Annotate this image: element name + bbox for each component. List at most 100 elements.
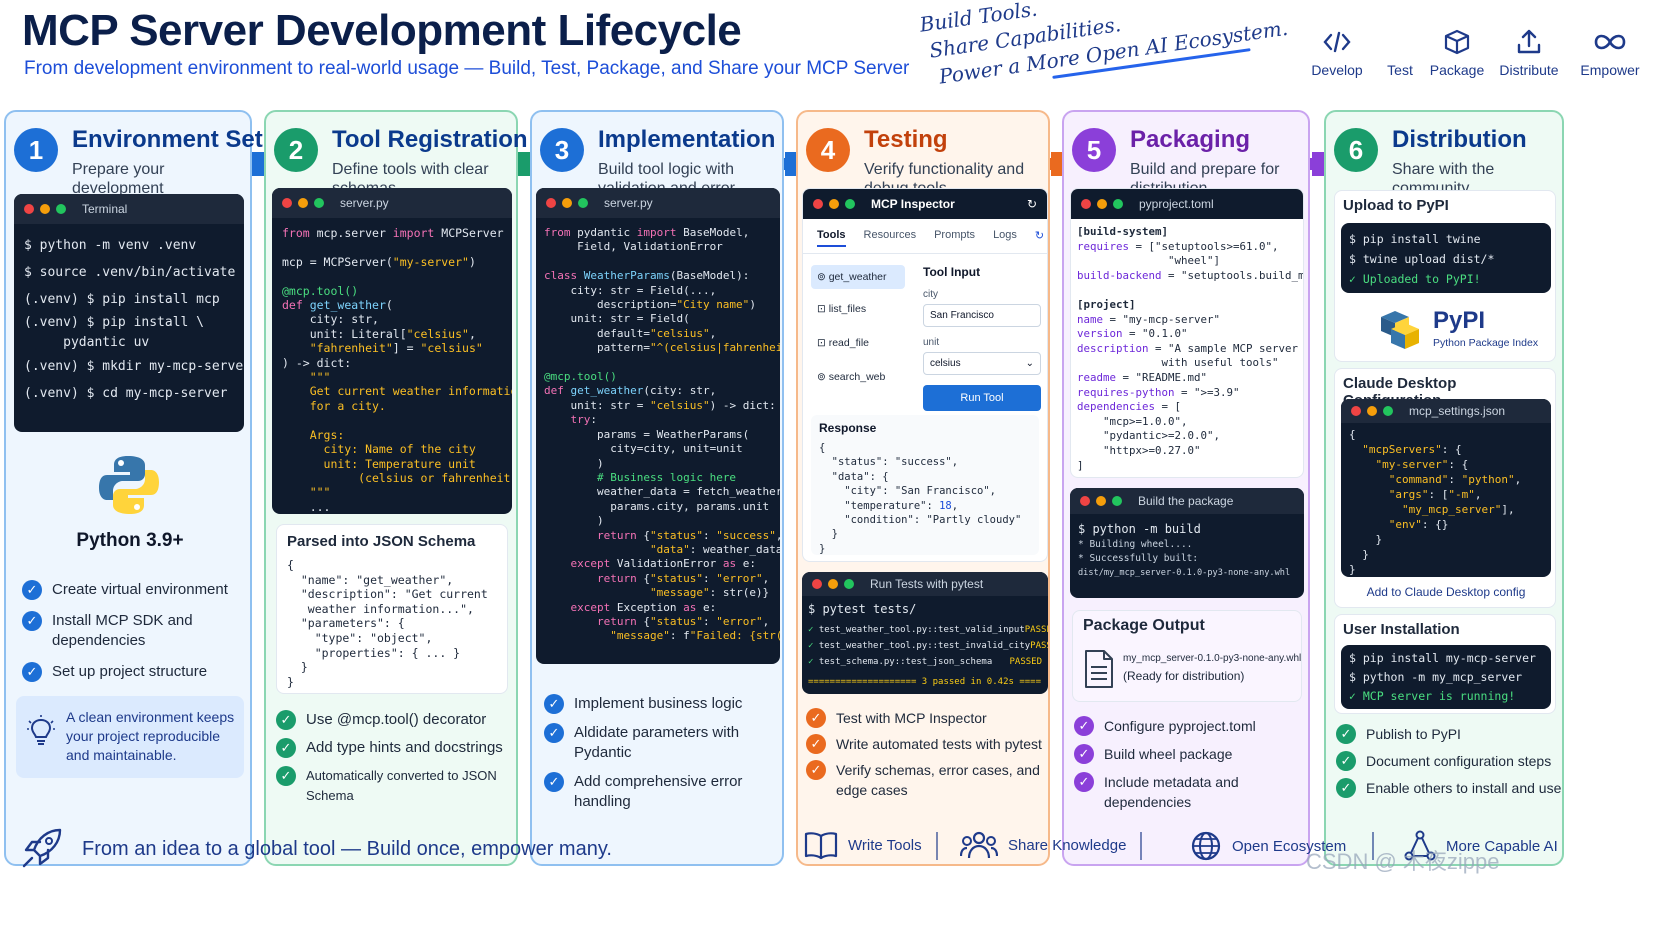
panel-title: Upload to PyPI (1343, 197, 1449, 214)
run-tool-button[interactable]: Run Tool (923, 385, 1041, 411)
check-label: Install MCP SDK and dependencies (52, 612, 193, 649)
tool-item-get-weather[interactable]: ⊚ get_weather (811, 265, 905, 289)
footer-tagline: From an idea to a global tool — Build on… (82, 838, 612, 860)
divider (1140, 832, 1142, 860)
terminal-title: Run Tests with pytest (870, 577, 984, 591)
infinity-icon (1594, 34, 1626, 50)
check-icon: ✓ (1336, 724, 1356, 744)
code-editor: server.py from mcp.server import MCPServ… (272, 188, 512, 514)
nav-test[interactable]: Test (1374, 28, 1426, 78)
check-icon: ✓ (544, 772, 564, 792)
nav-develop[interactable]: Develop (1300, 28, 1374, 78)
rocket-icon (22, 828, 62, 868)
tool-item-list-files[interactable]: ⊡ list_files (817, 303, 867, 315)
stage-title: Environment Setup (72, 126, 293, 153)
tip-text: A clean environment keeps your project r… (66, 709, 235, 763)
footer-item-label: More Capable AI (1446, 837, 1558, 855)
check-icon: ✓ (1074, 744, 1094, 764)
test-status: PASSED (1030, 641, 1048, 651)
check-item: ✓Create virtual environment (22, 580, 252, 600)
check-item: ✓ Enable others to install and use (1336, 778, 1564, 798)
nav-distribute[interactable]: Distribute (1488, 28, 1570, 78)
check-label: Automatically converted to JSON Schema (306, 768, 497, 803)
check-label: Enable others to install and use (1366, 780, 1562, 796)
term-line: ✓ Uploaded to PyPI! (1349, 272, 1481, 286)
step-number: 3 (540, 128, 584, 172)
stage-title: Packaging (1130, 126, 1251, 153)
check-item: ✓Add type hints and docstrings (276, 738, 516, 758)
stage-implementation: 3 Implementation Build tool logic with v… (530, 110, 784, 866)
check-item: ✓Configure pyproject.toml (1074, 716, 1310, 736)
globe-icon (1191, 831, 1221, 861)
divider (936, 832, 938, 860)
check-item: ✓Install MCP SDK and dependencies (22, 611, 252, 651)
check-item: ✓Include metadata and dependencies (1074, 772, 1310, 812)
box-icon (1444, 29, 1470, 55)
handwritten-note: Build Tools. Share Capabilities. Power a… (918, 0, 1289, 101)
tab-logs[interactable]: Logs (993, 229, 1017, 241)
tool-item-search-web[interactable]: ⊚ search_web (817, 371, 886, 383)
check-item: ✓Document configuration steps (1336, 751, 1564, 771)
pypi-logo-icon (1381, 311, 1419, 349)
check-label: Add comprehensive error handling (574, 773, 743, 810)
step-number: 2 (274, 128, 318, 172)
pypi-name: PyPI (1433, 307, 1486, 334)
unit-select[interactable]: celsius⌄ (923, 352, 1041, 375)
footer: From an idea to a global tool — Build on… (0, 812, 1672, 941)
city-input[interactable]: San Francisco (923, 304, 1041, 327)
book-icon (804, 832, 838, 860)
stage-title: Testing (864, 126, 948, 153)
nav-label: Distribute (1499, 62, 1559, 78)
check-icon: ✓ (1336, 778, 1356, 798)
json-editor: mcp_settings.json { "mcpServers": { "my-… (1341, 399, 1551, 577)
nav-package[interactable]: Package (1426, 28, 1488, 78)
code-block: from pydantic import BaseModel, Field, V… (544, 226, 780, 643)
stage-environment-setup: 1 Environment Setup Prepare your develop… (4, 110, 292, 866)
response-json: { "status": "success", "data": { "city":… (819, 442, 1022, 555)
check-icon: ✓ (544, 694, 564, 714)
pyproject-editor: pyproject.toml [build-system] requires =… (1070, 188, 1304, 478)
panel-title: Package Output (1083, 617, 1205, 634)
check-icon: ✓ (1336, 751, 1356, 771)
check-icon: ✓ (276, 710, 296, 730)
footer-item-label: Write Tools (848, 836, 922, 854)
tool-label: search_web (828, 371, 886, 383)
test-row: ✓ test_weather_tool.py::test_invalid_cit… (808, 638, 1048, 654)
footer-item-label: Open Ecosystem (1232, 837, 1347, 855)
nav-label: Empower (1580, 62, 1640, 78)
tool-item-read-file[interactable]: ⊡ read_file (817, 337, 869, 349)
test-name: test_weather_tool.py::test_invalid_city (818, 641, 1031, 651)
tab-tools[interactable]: Tools (817, 229, 846, 247)
tool-label: get_weather (828, 271, 887, 283)
test-status: PASSED (1009, 657, 1042, 667)
term-line: $ source .venv/bin/activate (24, 265, 236, 280)
check-item: ✓Test with MCP Inspector (806, 708, 1046, 728)
check-label: Verify schemas, error cases, and edge ca… (836, 762, 1040, 798)
check-icon: ✓ (806, 708, 826, 728)
people-icon (960, 831, 998, 859)
pypi-panel: Upload to PyPI $ pip install twine $ twi… (1334, 190, 1556, 362)
python-version-label: Python 3.9+ (76, 530, 184, 551)
refresh-icon[interactable]: ↻ (1026, 197, 1037, 211)
term-line: $ python -m venv .venv (24, 238, 197, 253)
tab-prompts[interactable]: Prompts (934, 229, 976, 241)
watermark: CSDN @ 木夜zippe (1306, 849, 1500, 874)
tab-resources[interactable]: Resources (863, 229, 917, 241)
nav-label: Package (1429, 62, 1485, 78)
nav-empower[interactable]: Empower (1570, 28, 1650, 78)
test-name: test_schema.py::test_json_schema (818, 657, 993, 667)
pytest-terminal: Run Tests with pytest $ pytest tests/ ✓ … (802, 572, 1048, 694)
term-line: ✓ MCP server is running! (1349, 689, 1516, 703)
refresh-icon[interactable]: ↻ (1034, 230, 1045, 242)
json-schema-panel: Parsed into JSON Schema { "name": "get_w… (276, 524, 508, 694)
term-line: $ pip install twine (1349, 232, 1481, 246)
footer-item-share-knowledge: Share Knowledge (960, 830, 1126, 860)
unit-value: celsius (930, 358, 961, 369)
unit-label: unit (923, 337, 940, 348)
check-icon: ✓ (276, 738, 296, 758)
divider (1372, 832, 1374, 860)
terminal-window: Terminal $ python -m venv .venv$ source … (14, 194, 244, 432)
stage-title: Tool Registration (332, 126, 528, 153)
check-label: Write automated tests with pytest (836, 736, 1042, 752)
output-file-name: my_mcp_server-0.1.0-py3-none-any.whl (1123, 653, 1302, 664)
